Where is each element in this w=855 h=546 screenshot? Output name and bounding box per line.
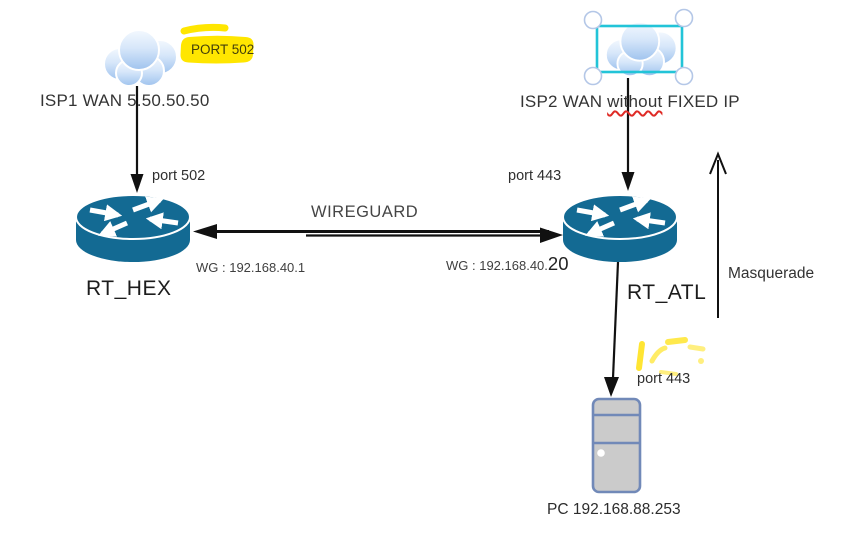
wireguard-label: WIREGUARD (311, 203, 419, 221)
router-arrows-glyph (89, 196, 179, 237)
isp2-label-misspelled-word: without (607, 92, 663, 111)
isp1-label: ISP1 WAN 5.50.50.50 (40, 91, 210, 110)
isp2-downlink-arrow (621, 78, 635, 191)
router-atl-wg-ip-emphasis: 20 (547, 253, 569, 274)
isp1-cloud-icon[interactable] (103, 29, 178, 87)
masquerade-label: Masquerade (728, 265, 815, 282)
selection-box (583, 8, 694, 86)
isp2-cloud-icon[interactable] (604, 20, 678, 78)
masquerade-arrow (709, 151, 727, 318)
pc-tower-icon[interactable] (591, 397, 642, 494)
wireguard-tunnel-arrows (193, 224, 563, 243)
router-hex-wg-ip: WG : 192.168.40.1 (196, 260, 306, 275)
router-hex-port-label: port 502 (152, 168, 206, 184)
router-atl-name: RT_ATL (627, 281, 707, 304)
selection-handle[interactable] (583, 10, 603, 30)
isp2-label-start: ISP2 WAN (520, 92, 608, 111)
selection-handle[interactable] (674, 8, 694, 28)
port502-highlight-label: PORT 502 (191, 42, 255, 57)
yellow-scribble-marker (636, 337, 706, 376)
router-atl-wg-ip-prefix: WG : 192.168.40. (446, 258, 548, 273)
isp1-downlink-arrow (130, 86, 144, 193)
router-atl-icon[interactable] (562, 194, 678, 262)
isp2-label-end: FIXED IP (662, 92, 740, 111)
selection-handle[interactable] (583, 66, 603, 86)
pc-label: PC 192.168.88.253 (547, 501, 681, 518)
router-hex-name: RT_HEX (86, 277, 172, 300)
router-atl-wg-ip: WG : 192.168.40.20 (446, 253, 568, 275)
port502-highlight-marker[interactable] (180, 23, 254, 64)
router-atl-port-label: port 443 (508, 168, 562, 184)
isp2-label: ISP2 WAN without FIXED IP (520, 92, 740, 112)
router-hex-icon[interactable] (75, 194, 191, 262)
pc-power-button-icon (597, 449, 605, 457)
pc-port-label: port 443 (637, 371, 691, 387)
lan-downlink-arrow (604, 261, 620, 397)
selection-handle[interactable] (674, 66, 694, 86)
router-arrows-glyph (576, 196, 666, 237)
